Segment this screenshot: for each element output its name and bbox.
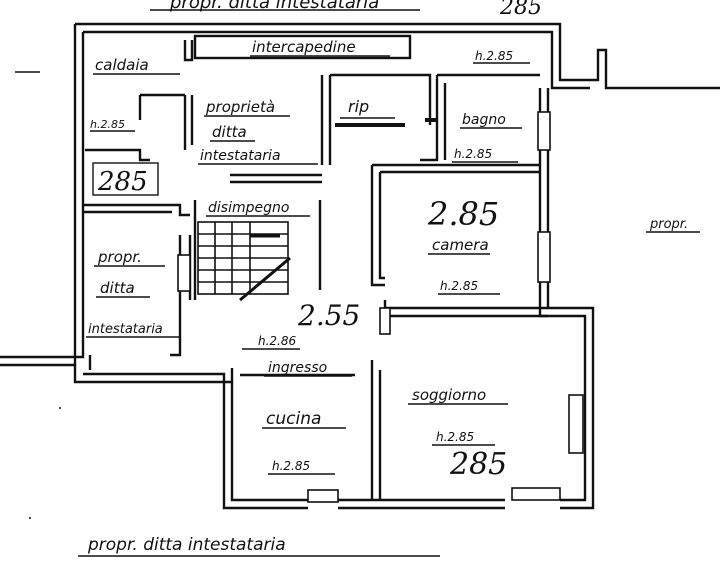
svg-text:2.55: 2.55: [297, 299, 360, 332]
label-left-propr: propr. ditta intestataria: [86, 248, 180, 338]
svg-text:ditta: ditta: [100, 279, 135, 297]
bottom-neighbor-label: propr. ditta intestataria: [78, 535, 440, 557]
svg-text:cucina: cucina: [266, 409, 321, 429]
svg-text:propr. ditta intestataria: propr. ditta intestataria: [87, 535, 286, 555]
interior-walls: [83, 34, 548, 500]
label-disimpegno: disimpegno: [206, 200, 310, 217]
top-corner-mark: 285: [499, 0, 542, 20]
svg-text:2.85: 2.85: [427, 195, 499, 233]
label-bagno: bagno h.2.85: [452, 112, 522, 163]
svg-text:285: 285: [449, 447, 507, 482]
label-cucina: cucina h.2.85: [262, 409, 346, 475]
window-door-hall: [379, 307, 391, 335]
window-soggiorno: [568, 394, 584, 454]
label-caldaia: caldaia h.2.85: [90, 56, 180, 132]
svg-text:h.2.85: h.2.85: [475, 49, 513, 63]
stray-mark: [59, 407, 61, 409]
svg-text:285: 285: [97, 167, 148, 197]
window-camera: [537, 231, 551, 283]
label-camera: 2.85 camera h.2.85: [427, 195, 500, 295]
label-intercapedine: intercapedine h.2.85: [250, 38, 530, 64]
label-soggiorno: soggiorno h.2.85 285: [408, 386, 508, 482]
svg-text:ditta: ditta: [212, 123, 247, 141]
staircase: [197, 221, 291, 302]
window-left: [177, 254, 191, 292]
top-neighbor-label: propr. ditta intestataria: [150, 0, 420, 13]
outer-walls: [0, 22, 720, 510]
svg-text:h.2.85: h.2.85: [436, 430, 474, 444]
svg-text:propr.: propr.: [649, 217, 688, 232]
svg-text:proprietà: proprietà: [205, 98, 275, 116]
svg-text:camera: camera: [432, 236, 489, 254]
window-soggiorno-south: [511, 487, 561, 501]
svg-text:propr.: propr.: [97, 248, 142, 266]
label-right-neighbor: propr.: [646, 217, 700, 233]
svg-text:intestataria: intestataria: [88, 322, 163, 337]
svg-text:disimpegno: disimpegno: [208, 200, 289, 216]
window-cucina: [307, 489, 339, 503]
label-hall: 2.55 h.2.86: [242, 299, 360, 350]
svg-text:intercapedine: intercapedine: [252, 38, 356, 56]
label-rip: rip: [340, 97, 395, 119]
label-ingresso: ingresso: [264, 360, 352, 377]
svg-text:h.2.86: h.2.86: [258, 334, 297, 348]
svg-text:ingresso: ingresso: [268, 360, 327, 376]
windows: [177, 111, 584, 503]
svg-text:h.2.85: h.2.85: [272, 459, 310, 473]
svg-text:rip: rip: [348, 97, 369, 116]
label-caldaia-area: 285: [92, 162, 159, 197]
stray-mark: [29, 517, 31, 519]
svg-text:caldaia: caldaia: [95, 56, 149, 74]
svg-text:h.2.85: h.2.85: [90, 118, 125, 131]
label-proprieta: proprietà ditta intestataria: [198, 98, 318, 165]
svg-text:bagno: bagno: [462, 112, 506, 128]
svg-text:h.2.85: h.2.85: [440, 279, 478, 293]
svg-text:h.2.85: h.2.85: [454, 147, 492, 161]
svg-text:soggiorno: soggiorno: [412, 386, 486, 404]
window-bagno: [537, 111, 551, 151]
svg-text:propr. ditta intestataria: propr. ditta intestataria: [169, 0, 379, 13]
svg-text:intestataria: intestataria: [200, 148, 281, 164]
